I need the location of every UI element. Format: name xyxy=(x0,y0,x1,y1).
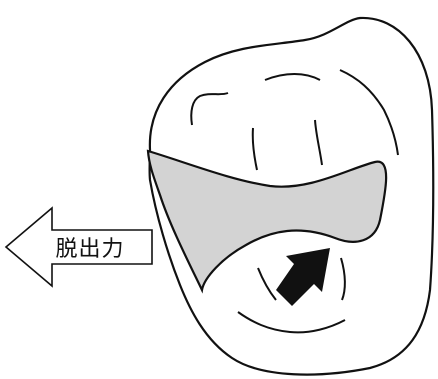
tooth-outline xyxy=(148,16,435,376)
label-arrow-outline xyxy=(4,206,153,288)
shaded-region xyxy=(146,149,388,294)
groove-line-lower-right xyxy=(340,257,346,301)
force-label: 脱出力 xyxy=(55,237,125,262)
groove-line-bottom xyxy=(237,311,346,334)
groove-line-center-vertical-left xyxy=(251,127,258,171)
groove-line-upper-middle xyxy=(264,73,321,81)
groove-line-lower-left xyxy=(257,267,277,301)
groove-line-center-vertical-right xyxy=(314,119,323,166)
groove-line-upper-right xyxy=(339,69,399,156)
groove-line-upper-left xyxy=(190,92,229,126)
force-arrow xyxy=(276,248,330,306)
